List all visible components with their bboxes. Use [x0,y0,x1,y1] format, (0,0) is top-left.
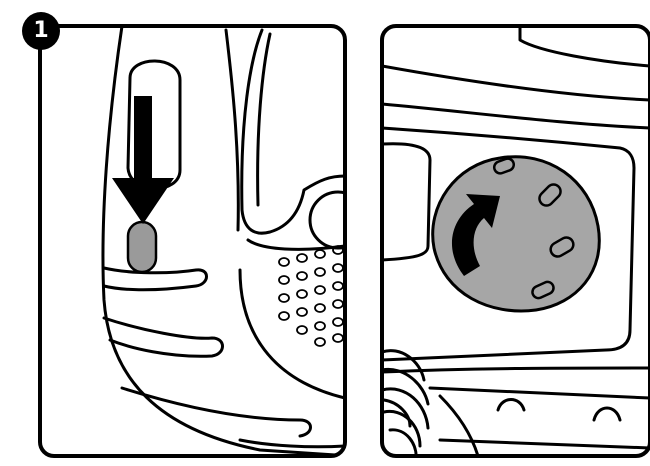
step-number: 1 [33,20,48,42]
speaker-grille [279,246,343,346]
latch [128,222,156,272]
right-panel [382,26,650,461]
side-button [310,192,366,248]
grip-line-2 [104,318,223,356]
cable-coil [382,351,478,461]
grip-line-1 [104,268,207,290]
left-panel-frame [40,26,345,456]
left-panel [40,26,366,456]
step-number-badge: 1 [22,12,60,50]
arrow-down-icon [112,96,174,224]
grip-line-3 [122,388,311,436]
